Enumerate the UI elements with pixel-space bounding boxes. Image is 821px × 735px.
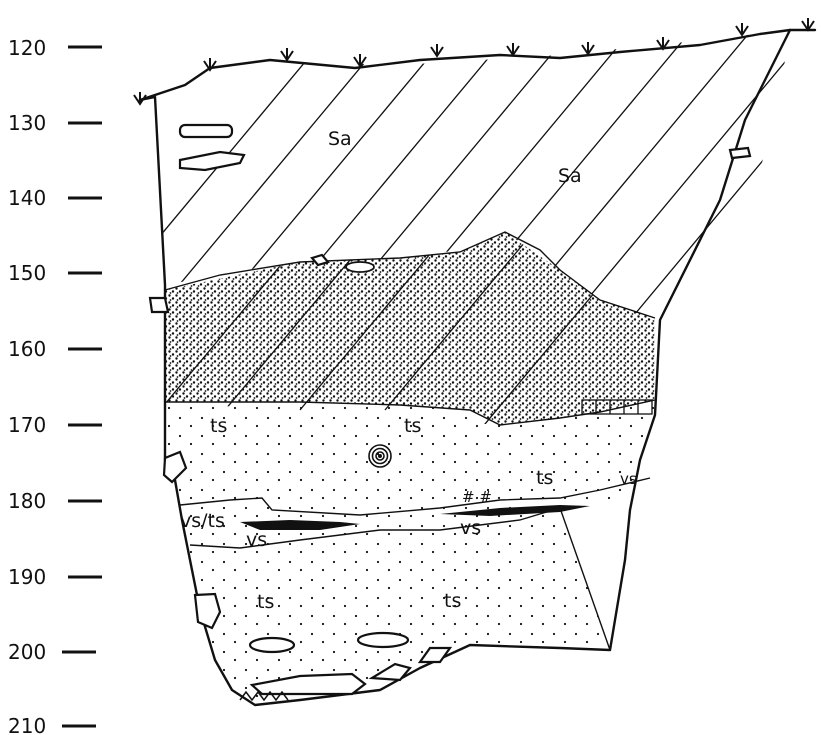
label-vs-1: vs — [246, 529, 267, 551]
stone-3 — [730, 148, 750, 158]
tick-label-140: 140 — [8, 186, 46, 210]
label-vs-2: vs — [460, 517, 481, 539]
tick-label-210: 210 — [8, 714, 46, 735]
tick-label-200: 200 — [8, 640, 46, 664]
surface-marks — [134, 18, 814, 104]
stone-9 — [250, 638, 294, 652]
stone-2 — [180, 152, 244, 170]
stone-6 — [150, 298, 168, 312]
label-hash: # # — [462, 488, 492, 506]
tick-label-160: 160 — [8, 337, 46, 361]
tick-label-170: 170 — [8, 413, 46, 437]
label-ts-2: ts — [404, 415, 421, 437]
tick-label-130: 130 — [8, 111, 46, 135]
stone-10 — [358, 633, 408, 647]
label-sa-top: Sa — [328, 128, 352, 150]
spiral-concretion — [369, 445, 391, 467]
ground-surface — [140, 30, 815, 100]
label-ts-4: ts — [257, 591, 274, 613]
stone-5 — [346, 262, 374, 272]
label-vs-small: vs — [620, 470, 637, 488]
label-ts-3: ts — [536, 467, 553, 489]
tick-label-120: 120 — [8, 36, 46, 60]
label-ts-5: ts — [444, 590, 461, 612]
ts-sediment-fill — [165, 400, 655, 700]
tick-label-190: 190 — [8, 565, 46, 589]
label-ts-1: ts — [210, 415, 227, 437]
tick-label-150: 150 — [8, 261, 46, 285]
label-vs-ts: vs/ts — [180, 510, 225, 532]
tick-label-180: 180 — [8, 489, 46, 513]
label-sa-right: Sa — [558, 165, 582, 187]
depth-scale: 120 130 140 150 160 170 180 190 200 210 — [8, 36, 102, 735]
stone-1 — [180, 125, 232, 137]
